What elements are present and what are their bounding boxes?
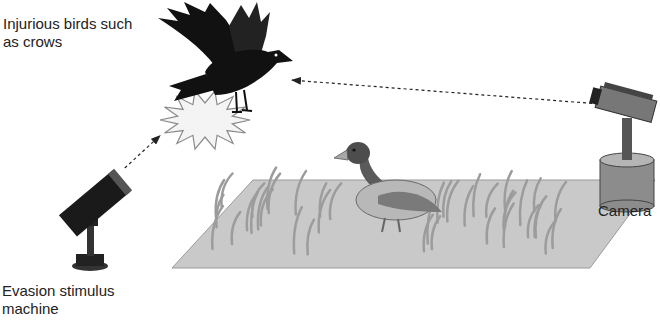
crow-wing [229,2,270,56]
camera-lens [589,87,602,105]
grass-blade [221,174,232,208]
grass-blade [443,181,451,217]
grass-blade [216,195,223,227]
rice-field [172,180,655,268]
grass-group [212,168,566,255]
crow-body [205,50,293,95]
machine-emitter [108,169,132,196]
crow [158,2,293,112]
node-label: Evasion stimulus machine [2,282,132,318]
grass-blade [330,183,341,219]
grass-blade [473,174,480,216]
duck-head [346,142,370,164]
dashed-arrow [292,80,592,103]
crow-eye [275,54,278,57]
grass-blade [505,191,513,227]
grass-blade [520,180,527,225]
stimulus-machine [59,169,132,271]
camera [588,79,658,212]
dashed-arrow [125,136,160,168]
node-label: Injurious birds such as crows [3,15,143,51]
grass-blade [464,186,473,226]
illustrated-node: Camera [592,86,658,126]
grass-blade [320,183,326,216]
grass-blade [552,209,561,248]
duck-beak [334,150,348,160]
duck-leg [382,218,385,232]
grass-blade [258,188,267,229]
illustrated-node: Injurious birds such as crows [160,5,292,145]
illustrated-node: Evasion stimulus machine [52,168,130,230]
duck-wing [378,192,442,212]
duck-eye [352,148,355,151]
duck-leg [398,219,400,232]
grass-blade [269,174,281,213]
grass-blade [307,220,314,255]
grass-blade [232,212,241,244]
node-label: Camera [598,202,660,220]
crow-legs [232,90,252,112]
grass-blade [296,171,306,214]
grass-blade [534,196,546,237]
grass-blade [432,216,441,249]
duck [334,142,442,232]
camera-post [622,118,632,160]
grass-blade [487,208,495,243]
camera-hood [604,82,654,100]
